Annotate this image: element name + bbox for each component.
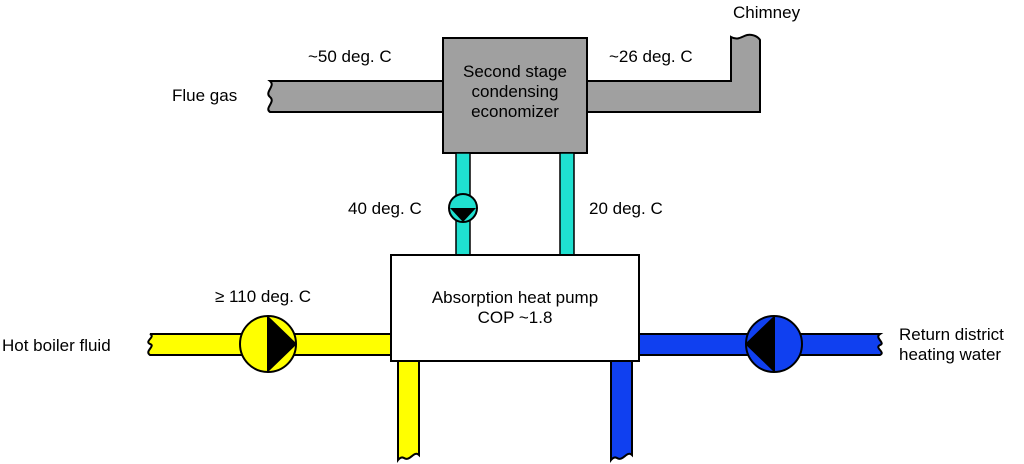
economizer-box: [442, 37, 588, 154]
hot-fluid-pipe-out: [397, 359, 420, 463]
flue-gas-label: Flue gas: [172, 86, 238, 105]
heat-pump-cop-label: COP ~1.8: [477, 308, 553, 327]
return-water-label-line1: Return district: [899, 325, 1004, 344]
flue-outlet-temp-label: ~26 deg. C: [609, 47, 693, 66]
hot-boiler-fluid-label: Hot boiler fluid: [2, 336, 111, 355]
flue-gas-duct-inlet: [267, 80, 445, 113]
flue-gas-duct-outlet-chimney: [585, 33, 761, 113]
return-water-pump-icon: [745, 315, 803, 373]
hot-fluid-temp-label: ≥ 110 deg. C: [215, 287, 311, 306]
heat-pump-box: [390, 254, 640, 362]
economizer-label: Second stage condensing economizer: [443, 62, 587, 122]
economizer-label-line1: Second stage: [463, 62, 567, 81]
return-water-label: Return district heating water: [899, 325, 1004, 365]
economizer-label-line2: condensing: [471, 82, 559, 101]
chimney-label: Chimney: [733, 3, 801, 22]
economizer-label-line3: economizer: [471, 102, 559, 121]
loop-pipe-return: [559, 152, 575, 256]
return-water-pipe-out: [610, 359, 633, 463]
flue-inlet-temp-label: ~50 deg. C: [308, 47, 392, 66]
heat-pump-label: Absorption heat pump COP ~1.8: [391, 288, 639, 328]
return-water-label-line2: heating water: [899, 345, 1002, 364]
hot-fluid-pump-icon: [239, 315, 297, 373]
heat-pump-label-line1: Absorption heat pump: [431, 288, 599, 307]
loop-return-temp-label: 20 deg. C: [589, 199, 663, 218]
loop-pump-icon: [448, 193, 478, 223]
loop-supply-temp-label: 40 deg. C: [348, 199, 422, 218]
